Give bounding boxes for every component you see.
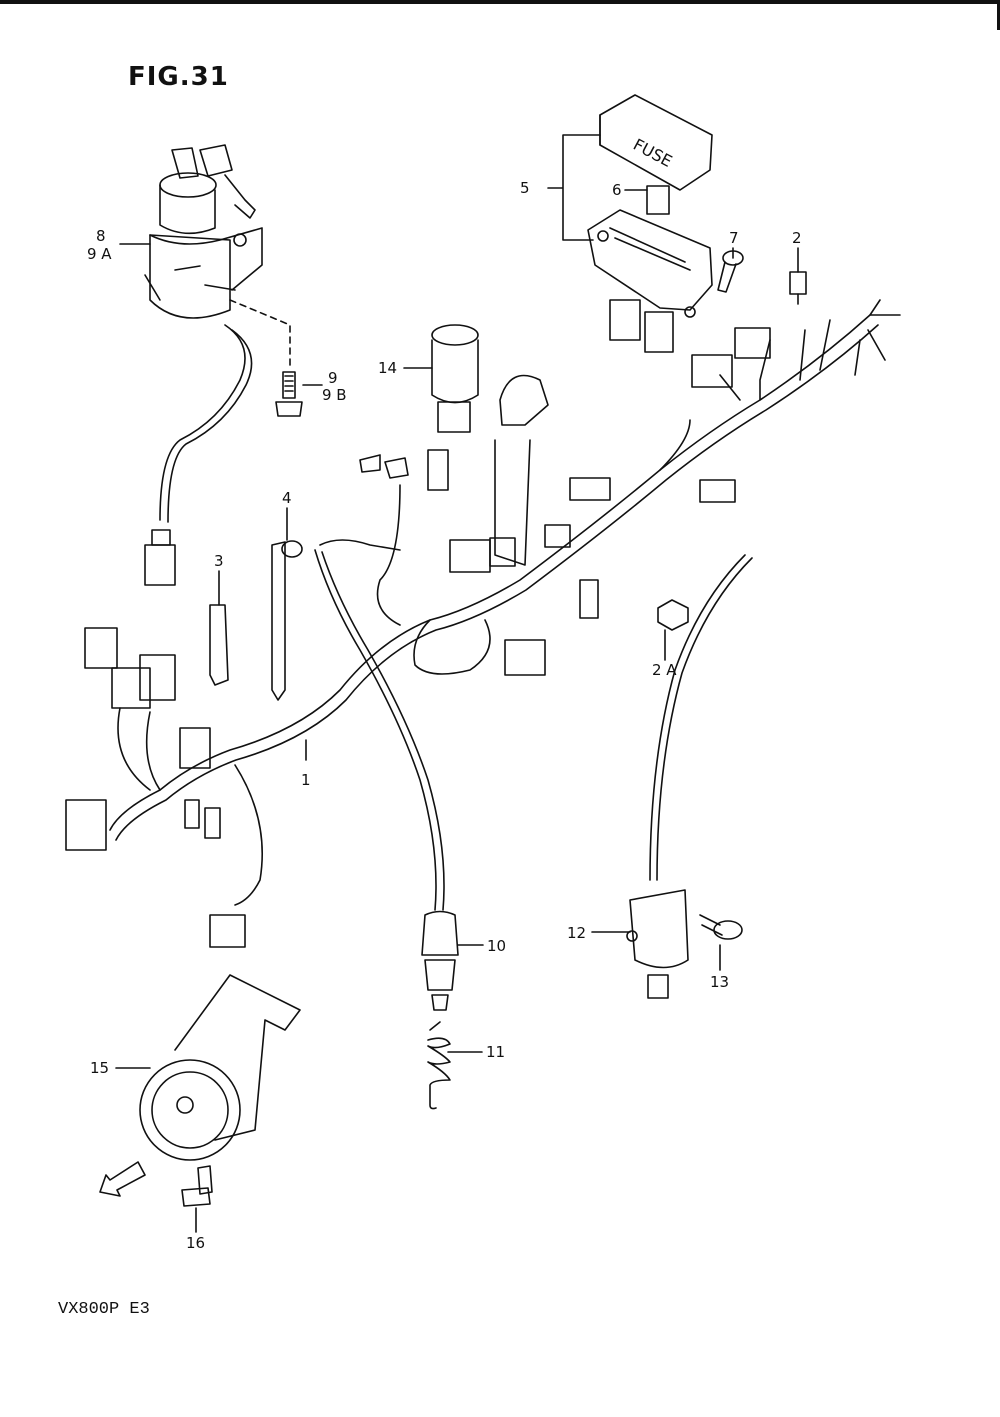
- connector-f: [504, 639, 546, 676]
- fwd-label: FWD: [108, 1174, 133, 1194]
- callout-10: 10: [487, 937, 507, 955]
- screw-13: [699, 914, 743, 940]
- bolt-16: [181, 1165, 213, 1207]
- callout-6: 6: [612, 181, 622, 199]
- callout-2a: 2 A: [652, 661, 677, 679]
- callout-3: 3: [214, 552, 224, 570]
- relay-14: [431, 324, 479, 433]
- screw-7: [717, 250, 744, 293]
- neutral-switch-10: [421, 910, 459, 1011]
- connector-a: [691, 354, 733, 388]
- horn-15: [139, 974, 301, 1161]
- switch-connector: [144, 544, 176, 586]
- left-connector-cluster: [65, 627, 221, 851]
- callout-4: 4: [282, 489, 292, 507]
- callout-9a: 9 A: [87, 245, 112, 263]
- leader-5: [547, 134, 601, 241]
- callout-13: 13: [710, 973, 730, 991]
- spring-11: [427, 1021, 451, 1110]
- fuse-6: [646, 185, 670, 215]
- screw-9: [275, 371, 303, 417]
- callout-9b: 9 B: [322, 386, 347, 404]
- sensor-cable: [314, 549, 437, 911]
- ignition-switch: [144, 144, 263, 319]
- diode-2: [789, 271, 807, 295]
- figure-title: FIG.31: [128, 62, 229, 92]
- brake-switch-12: [626, 889, 689, 999]
- connector-c: [699, 479, 736, 503]
- fuse-box: [587, 94, 713, 353]
- page-border-top: [0, 0, 1000, 4]
- callout-9: 9: [328, 369, 338, 387]
- callout-12: 12: [567, 924, 587, 942]
- model-code: VX800P E3: [58, 1300, 150, 1319]
- diode-2a: [657, 599, 689, 631]
- page-border-right: [997, 0, 1000, 30]
- callout-16: 16: [186, 1234, 206, 1252]
- switch-cable: [159, 324, 246, 521]
- brake-switch-cable: [649, 554, 746, 881]
- callout-7: 7: [729, 229, 739, 247]
- band-4: [271, 541, 286, 701]
- callout-1: 1: [301, 771, 311, 789]
- callout-8: 8: [96, 227, 106, 245]
- connector-d: [569, 477, 611, 501]
- connector-b: [734, 327, 771, 359]
- callout-14: 14: [378, 359, 398, 377]
- clamp-3: [209, 604, 229, 686]
- callout-5: 5: [520, 179, 530, 197]
- main-harness: [109, 314, 879, 841]
- boot-tube: [494, 439, 531, 566]
- lower-left-wire: [234, 764, 263, 906]
- callout-11: 11: [486, 1043, 506, 1061]
- callout-2: 2: [792, 229, 802, 247]
- connector-e: [449, 539, 491, 573]
- fwd-arrow-icon: [99, 1161, 146, 1197]
- callout-15: 15: [90, 1059, 110, 1077]
